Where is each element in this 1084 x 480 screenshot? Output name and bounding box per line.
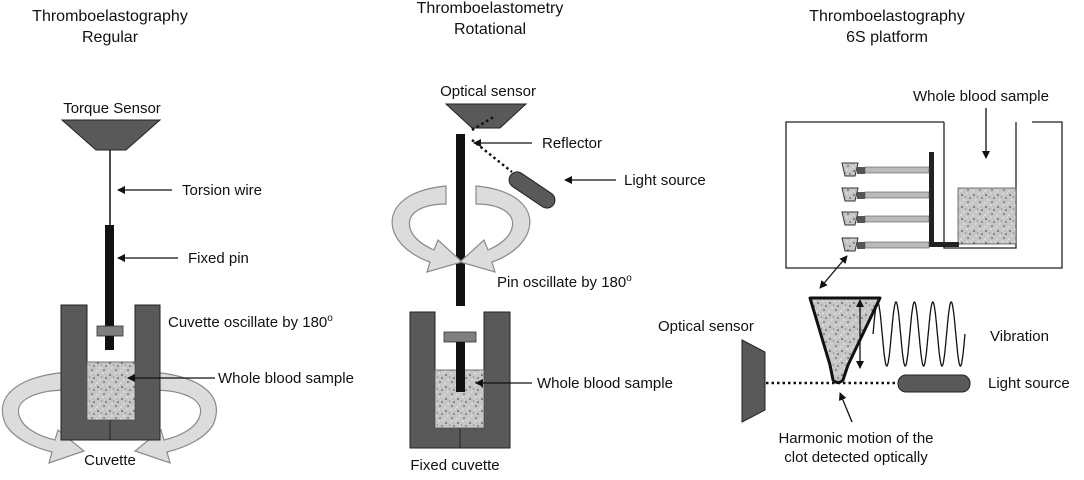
optical-sensor	[444, 103, 528, 129]
rotation-arrow-right	[458, 185, 531, 273]
whole-blood-sample-label: Whole blood sample	[913, 88, 1049, 105]
optical-sensor	[741, 339, 766, 423]
reflector-label: Reflector	[542, 135, 602, 152]
zoom-arrow	[819, 255, 848, 289]
channel-2	[841, 187, 930, 202]
light-source-label: Light source	[624, 172, 706, 189]
blood-sample-label: Whole blood sample	[218, 370, 354, 387]
light-source	[508, 171, 556, 209]
panel-rotem: Thromboelastometry Rotational Optical se…	[391, 0, 706, 474]
channel-3	[841, 211, 930, 226]
pin-spacer	[96, 325, 124, 337]
fixed-pin-label: Fixed pin	[188, 250, 249, 267]
pin-oscillate-label: Pin oscillate by 180o	[497, 273, 632, 291]
fixed-cuvette-label: Fixed cuvette	[410, 457, 499, 474]
panel-title-line1: Thromboelastography	[809, 8, 965, 25]
reflected-beam	[471, 114, 496, 132]
torque-sensor	[60, 119, 162, 151]
rotation-arrow-left	[391, 185, 464, 273]
channel-4	[841, 237, 930, 252]
vibration-wave	[872, 301, 966, 367]
panel-6s-platform: Thromboelastography 6S platform Whole bl…	[658, 8, 1070, 466]
panel-title-line2: Regular	[82, 29, 139, 46]
harmonic-motion-label-line1: Harmonic motion of the	[778, 430, 933, 447]
channel-1	[841, 162, 930, 177]
light-source	[897, 374, 971, 393]
fixed-pin	[105, 225, 114, 350]
blood-sample-label: Whole blood sample	[537, 375, 673, 392]
panel-regular-teg: Thromboelastography Regular Torque Senso…	[1, 8, 354, 469]
panel-title-line2: Rotational	[454, 21, 526, 38]
device-housing	[785, 121, 1063, 269]
torsion-wire-label: Torsion wire	[182, 182, 262, 199]
harmonic-motion-arrow	[838, 392, 853, 423]
torque-sensor-label: Torque Sensor	[63, 100, 161, 117]
panel-title-line1: Thromboelastography	[32, 8, 188, 25]
light-source-label: Light source	[988, 375, 1070, 392]
optical-sensor-label: Optical sensor	[658, 318, 754, 335]
harmonic-motion-label-line2: clot detected optically	[784, 449, 928, 466]
incident-beam	[471, 139, 513, 173]
blood-sample	[86, 361, 136, 421]
reservoir-blood	[957, 187, 1017, 245]
optical-sensor-label: Optical sensor	[440, 83, 536, 100]
panel-title-line1: Thromboelastometry	[417, 0, 564, 17]
cuvette-oscillate-label: Cuvette oscillate by 180o	[168, 313, 333, 331]
vibration-label: Vibration	[990, 328, 1049, 345]
enlarged-sample-cup	[808, 296, 882, 384]
panel-title-line2: 6S platform	[846, 29, 928, 46]
cuvette-label: Cuvette	[84, 452, 136, 469]
sample-reservoir	[943, 122, 1017, 249]
manifold-bar	[929, 152, 934, 246]
rotating-pin	[456, 134, 465, 306]
pin-spacer	[443, 331, 477, 343]
